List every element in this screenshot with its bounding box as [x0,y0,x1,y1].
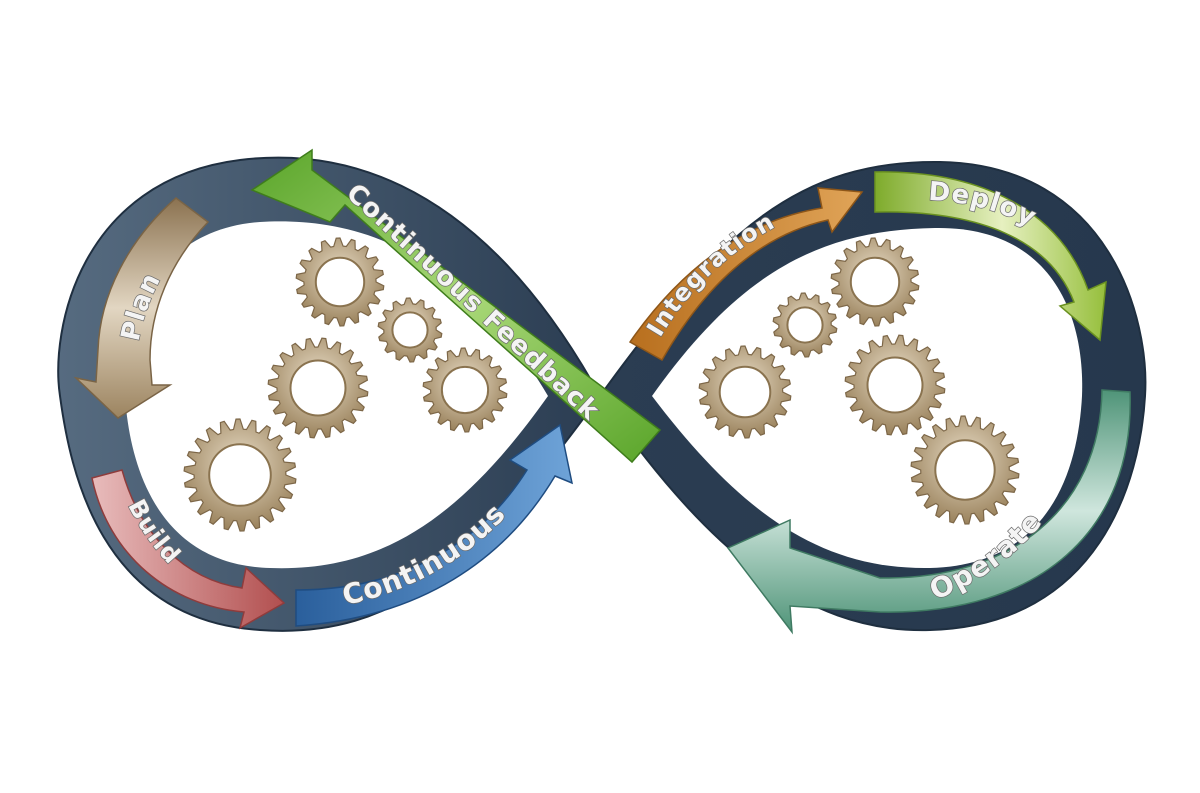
deploy-arrow [874,171,1107,342]
build-arrow [91,469,286,630]
gear-icon [698,345,792,439]
gear-icon [844,334,946,436]
gear-icon [377,297,443,363]
operate-arrow [726,389,1131,635]
continuous-feedback-arrow [250,148,662,464]
gear-icon [910,415,1020,525]
gear-icon [830,237,920,327]
gear-icon [295,237,385,327]
gear-icon [422,347,508,433]
gear-icon [183,418,297,532]
gear-icon [267,337,369,439]
continuous-arrow [295,423,574,627]
integration-arrow [628,187,864,362]
plan-arrow [73,197,210,419]
gear-icon [772,292,838,358]
